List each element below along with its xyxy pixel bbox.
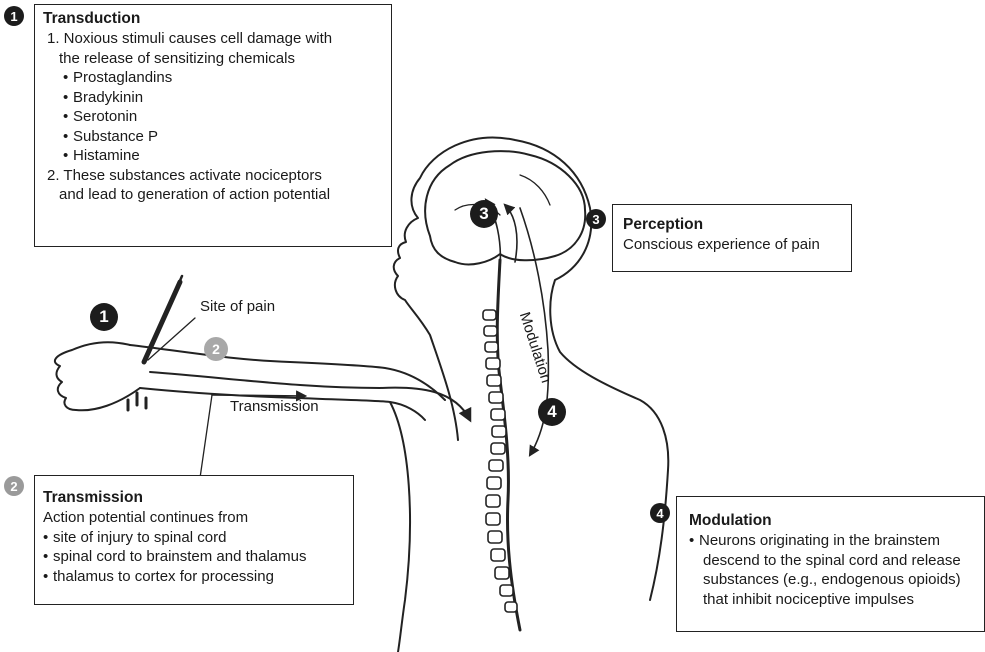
vertebra <box>489 460 503 471</box>
chemical-item: Substance P <box>43 127 383 147</box>
transmission-item: spinal cord to brainstem and thalamus <box>43 547 345 567</box>
modulation-number: 4 <box>650 503 670 523</box>
modulation-title: Modulation <box>689 511 980 531</box>
chemical-item: Histamine <box>43 146 383 166</box>
vertebra <box>487 375 501 386</box>
modulation-item-cont: that inhibit nociceptive impulses <box>689 590 980 610</box>
transmission-number: 2 <box>4 476 24 496</box>
chemical-item: Bradykinin <box>43 88 383 108</box>
vertebra <box>491 549 505 561</box>
transduction-step-2: 2. These substances activate nociceptors <box>43 166 383 186</box>
transduction-box: Transduction 1. Noxious stimuli causes c… <box>34 4 392 247</box>
transmission-intro: Action potential continues from <box>43 508 345 528</box>
vertebra <box>485 342 498 352</box>
transduction-step-1-cont: the release of sensitizing chemicals <box>43 49 383 69</box>
vertebra <box>489 392 503 403</box>
transduction-number: 1 <box>4 6 24 26</box>
vertebra <box>495 567 509 579</box>
vertebra <box>487 477 501 489</box>
site-of-pain-label: Site of pain <box>200 298 275 315</box>
transduction-title: Transduction <box>43 9 383 29</box>
perception-text: Conscious experience of pain <box>623 235 841 255</box>
chemical-item: Prostaglandins <box>43 68 383 88</box>
marker-transmission: 2 <box>204 337 228 361</box>
marker-transduction: 1 <box>90 303 118 331</box>
vertebra <box>500 585 513 596</box>
brain-outline <box>425 151 585 264</box>
modulation-item-cont: descend to the spinal cord and release <box>689 551 980 571</box>
marker-perception-brain: 3 <box>470 200 498 228</box>
vertebra <box>486 358 500 369</box>
transmission-arrow-label: Transmission <box>230 398 319 415</box>
vertebra <box>486 513 500 525</box>
perception-number: 3 <box>586 209 606 229</box>
modulation-item-cont: substances (e.g., endogenous opioids) <box>689 570 980 590</box>
transduction-step-1: 1. Noxious stimuli causes cell damage wi… <box>43 29 383 49</box>
transmission-item: site of injury to spinal cord <box>43 528 345 548</box>
vertebra <box>492 426 506 437</box>
torso-outline <box>390 402 410 652</box>
vertebra <box>505 602 517 612</box>
vertebra <box>486 495 500 507</box>
vertebra <box>488 531 502 543</box>
vertebra <box>491 409 505 420</box>
modulation-item: Neurons originating in the brainstem <box>689 531 980 551</box>
vertebra <box>484 326 497 336</box>
marker-modulation: 4 <box>538 398 566 426</box>
chemical-item: Serotonin <box>43 107 383 127</box>
transmission-title: Transmission <box>43 488 345 508</box>
perception-title: Perception <box>623 215 841 235</box>
transmission-box: Transmission Action potential continues … <box>34 475 354 605</box>
perception-box: Perception Conscious experience of pain <box>612 204 852 272</box>
transduction-step-2-cont: and lead to generation of action potenti… <box>43 185 383 205</box>
transmission-item: thalamus to cortex for processing <box>43 567 345 587</box>
modulation-box: Modulation Neurons originating in the br… <box>676 496 985 632</box>
vertebra <box>491 443 505 454</box>
vertebra <box>483 310 496 320</box>
